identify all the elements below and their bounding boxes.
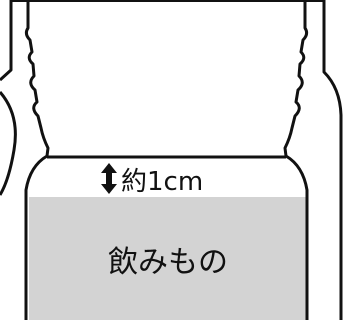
- gap-label: 約1cm: [121, 167, 203, 197]
- bottle-wall-left: [24, 0, 50, 320]
- handle-left: [0, 91, 17, 196]
- bottle-wall-right: [283, 0, 309, 320]
- outer-shell-right: [322, 0, 343, 320]
- up-down-arrow-icon: [101, 163, 117, 194]
- liquid-label: 飲みもの: [108, 245, 228, 280]
- outer-shell-left: [0, 0, 13, 82]
- liquid-fill: [29, 197, 307, 320]
